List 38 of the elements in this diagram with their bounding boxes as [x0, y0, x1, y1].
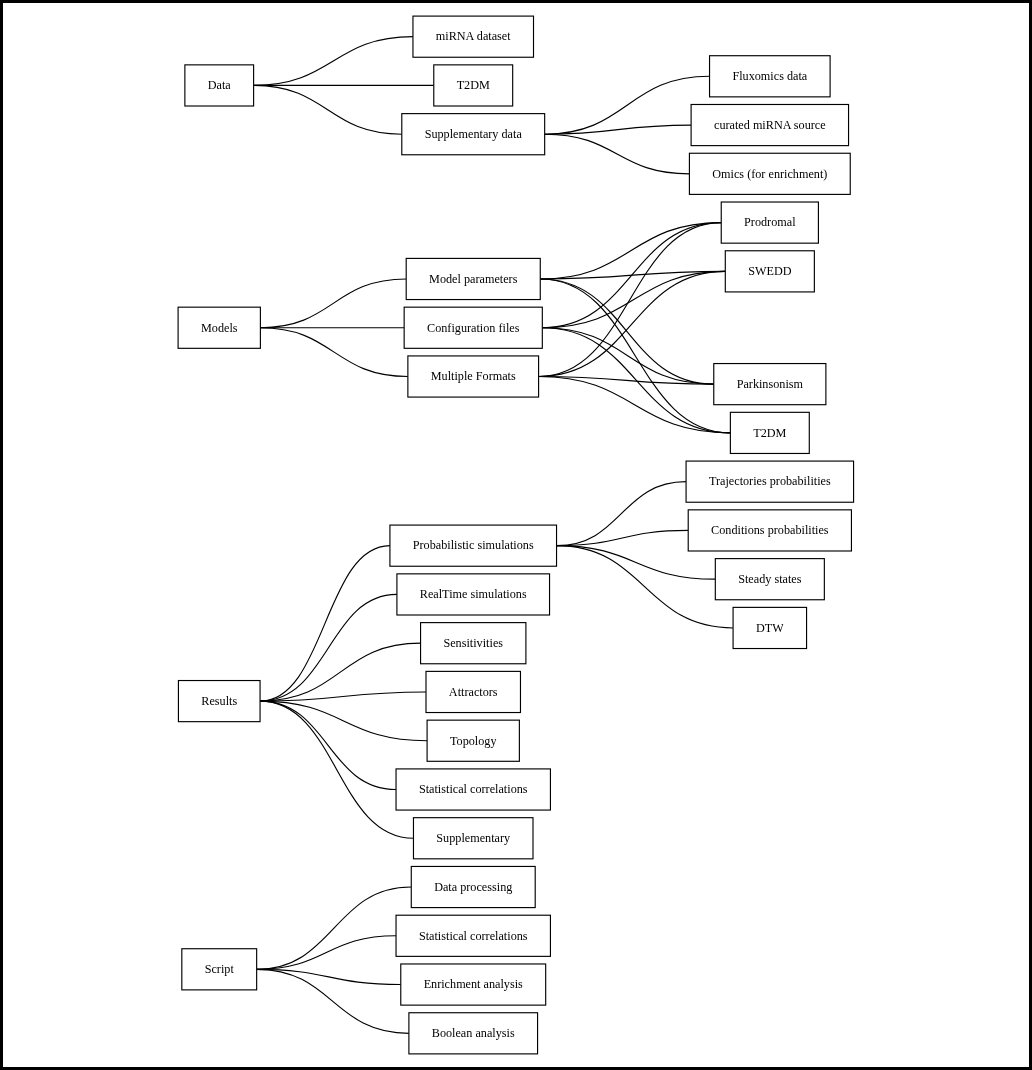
node-box: curated miRNA source: [690, 103, 850, 147]
node-box: Trajectories probabilities: [685, 460, 855, 503]
node-box: Multiple Formats: [407, 355, 540, 398]
node-box: T2DM: [433, 64, 514, 107]
node-box: Statistical correlations: [395, 768, 552, 811]
node-box: Statistical correlations: [395, 914, 552, 957]
connector: [259, 700, 415, 839]
node-box: Script: [181, 948, 258, 991]
node-box: Omics (for enrichment): [689, 152, 851, 195]
node-box: Conditions probabilities: [687, 509, 853, 552]
node-box: Supplementary: [413, 817, 534, 860]
node-box: Topology: [426, 719, 521, 762]
node-box: Model parameters: [405, 257, 541, 301]
node-box: Enrichment analysis: [400, 963, 547, 1006]
node-box: T2DM: [729, 411, 810, 455]
node-box: miRNA dataset: [412, 15, 535, 58]
node-box: DTW: [732, 606, 808, 650]
node-box: Attractors: [425, 670, 522, 714]
node-box: Boolean analysis: [408, 1012, 539, 1055]
node-box: Models: [177, 306, 262, 349]
node-box: Supplementary data: [401, 113, 546, 156]
node-box: Data: [184, 64, 255, 107]
node-box: Steady states: [714, 558, 826, 601]
node-box: Prodromal: [720, 201, 820, 244]
node-box: Configuration files: [403, 306, 544, 349]
node-box: Sensitivities: [420, 622, 527, 665]
connector: [256, 886, 412, 970]
connector: [556, 545, 734, 629]
node-box: Data processing: [410, 865, 536, 909]
node-box: RealTime simulations: [396, 573, 551, 616]
node-box: Fluxomics data: [709, 55, 831, 98]
connector: [256, 968, 410, 1034]
node-box: Results: [178, 679, 261, 723]
node-box: SWEDD: [724, 250, 816, 293]
node-box: Probabilistic simulations: [389, 524, 558, 567]
connector: [259, 691, 427, 702]
connector: [259, 700, 397, 791]
node-box: Parkinsonism: [713, 363, 827, 406]
